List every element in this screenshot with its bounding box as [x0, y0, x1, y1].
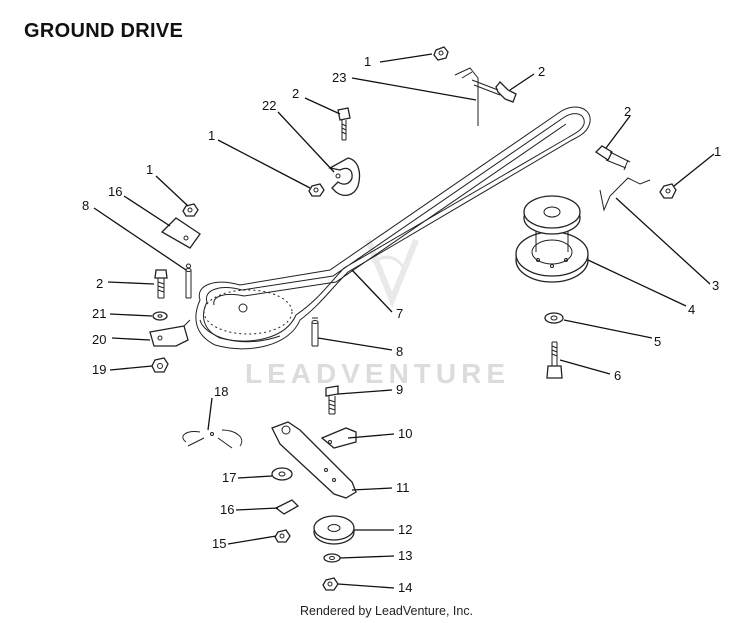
footer-credit: Rendered by LeadVenture, Inc.	[300, 604, 474, 618]
callout-1: 1	[208, 128, 215, 143]
callout-12: 12	[398, 522, 412, 537]
callout-8: 8	[82, 198, 89, 213]
part-17-washer	[271, 467, 293, 481]
part-19-nut	[151, 357, 169, 373]
part-16-bracket-a	[160, 217, 201, 249]
callout-16: 16	[108, 184, 122, 199]
watermark-logo	[365, 238, 419, 309]
callout-9: 9	[396, 382, 403, 397]
part-2-bolt-c	[594, 145, 631, 171]
callout-19: 19	[92, 362, 106, 377]
callout-6: 6	[614, 368, 621, 383]
callout-1: 1	[146, 162, 153, 177]
part-22-hook-bracket	[328, 157, 361, 197]
callout-15: 15	[212, 536, 226, 551]
callout-14: 14	[398, 580, 412, 595]
part-6-bolt	[546, 341, 563, 379]
callout-10: 10	[398, 426, 412, 441]
callout-3: 3	[712, 278, 719, 293]
callout-2: 2	[538, 64, 545, 79]
part-23-bent-rod	[454, 67, 479, 126]
callout-23: 23	[332, 70, 346, 85]
callout-8: 8	[396, 344, 403, 359]
part-8-pin-b	[311, 317, 319, 347]
callout-17: 17	[222, 470, 236, 485]
leader-lines	[93, 53, 715, 589]
callout-22: 22	[262, 98, 276, 113]
engine-pulley	[203, 289, 293, 335]
callout-5: 5	[654, 334, 661, 349]
callout-7: 7	[396, 306, 403, 321]
watermark-text: LEADVENTURE	[245, 358, 511, 389]
callout-labels: 1 23 2 22 2 1 1 16 8 2 21 20 19 2 1 3 4 …	[82, 54, 721, 595]
part-13-washer	[323, 553, 341, 563]
part-8-pin-a	[185, 263, 192, 299]
callout-11: 11	[396, 480, 410, 495]
part-16-bracket-b	[274, 499, 300, 515]
callout-2: 2	[292, 86, 299, 101]
part-9-bolt	[325, 385, 339, 415]
callout-13: 13	[398, 548, 412, 563]
part-11-idler-arm	[271, 421, 357, 499]
callout-18: 18	[214, 384, 228, 399]
part-21-washer	[152, 311, 168, 321]
part-20-bracket	[149, 319, 191, 347]
part-4-double-pulley	[515, 195, 589, 283]
part-2-bolt-d	[154, 269, 168, 299]
callout-21: 21	[92, 306, 106, 321]
part-12-idler-pulley	[313, 515, 355, 545]
callout-2: 2	[96, 276, 103, 291]
callout-1: 1	[364, 54, 371, 69]
part-15-nut	[274, 529, 291, 543]
part-2-bolt-a	[471, 79, 517, 103]
callout-1: 1	[714, 144, 721, 159]
part-1-nut-c	[659, 183, 677, 199]
callout-20: 20	[92, 332, 106, 347]
part-1-nut-d	[182, 203, 199, 217]
part-1-nut-top	[433, 46, 449, 61]
part-18-spring-clip	[182, 429, 243, 449]
part-3-bent-rod	[599, 177, 651, 212]
callout-4: 4	[688, 302, 695, 317]
part-1-nut-b	[308, 183, 325, 197]
part-14-nut	[322, 577, 339, 591]
page-title: GROUND DRIVE	[24, 20, 184, 42]
part-2-bolt-b	[337, 107, 351, 141]
drive-belt	[195, 106, 591, 350]
callout-16: 16	[220, 502, 234, 517]
callout-2: 2	[624, 104, 631, 119]
part-5-washer	[544, 312, 564, 324]
